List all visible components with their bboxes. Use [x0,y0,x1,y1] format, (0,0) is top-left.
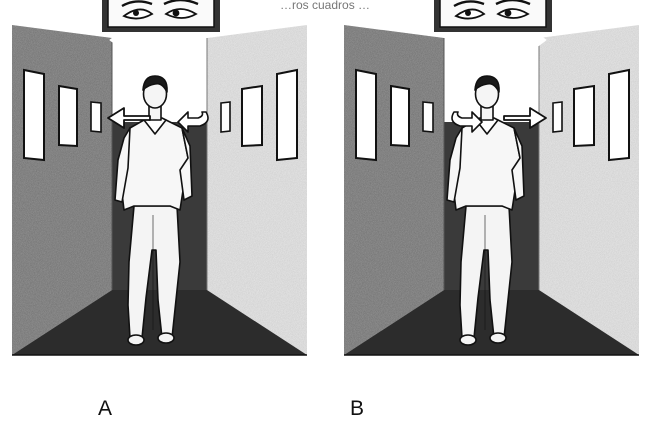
turn-arrow-right [177,111,209,133]
panel-b [344,0,639,355]
panel-a [12,0,307,355]
gaze-arrow-left [107,107,151,129]
gaze-arrow-right [503,107,547,129]
turn-arrow-left [451,111,483,133]
panel-label-b: B [350,397,365,420]
banner-arrow-left [109,33,129,47]
banner-arrow-right [527,33,547,47]
top-caption-fragment: …ros cuadros … [280,0,370,12]
panel-label-a: A [98,397,113,420]
